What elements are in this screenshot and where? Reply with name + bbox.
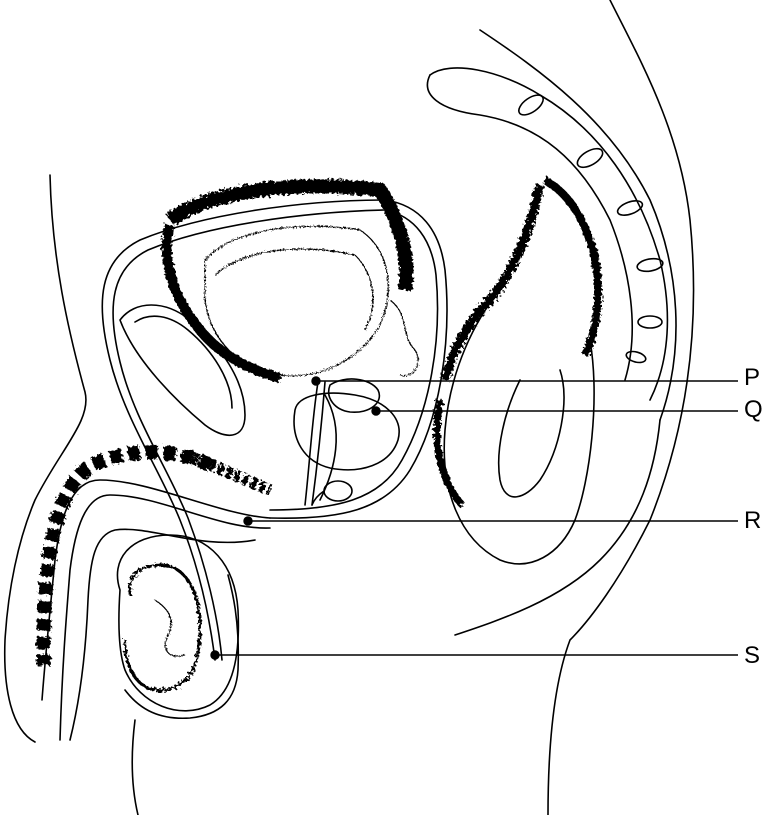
pubic-bone [119,304,246,437]
sacrum-inner [426,74,633,381]
scrotum-outline [116,534,240,712]
label-q: Q [744,396,763,423]
inner-thigh-outline [124,574,240,720]
pointer-dot-q [371,406,381,416]
back-outline-inner [479,29,677,421]
epididymis [154,599,186,657]
prostate [293,392,400,471]
back-outline-outer [547,0,695,815]
buttock-outline [454,419,661,636]
urethra-prostatic-a [304,381,319,506]
bulbourethral-gland [323,480,353,502]
vas-deferens-outer [269,199,448,520]
pointer-dot-p [311,376,321,386]
urethra-upper [41,479,271,701]
pointer-dot-s [210,650,220,660]
label-r: R [744,507,762,534]
label-s: S [744,642,761,669]
urethra-lower [59,494,271,741]
sacrum-outline [429,67,669,401]
penis-erectile-tissue [36,445,214,666]
vertebra-1 [518,94,544,116]
vertebra-5 [637,315,663,329]
vertebra-3 [616,200,644,216]
bladder-wall-left [161,223,282,383]
label-p: P [744,364,761,391]
vertebra-6 [625,350,647,364]
thigh-outline [131,719,139,815]
pointer-dot-r [243,516,253,526]
vas-deferens-inner [269,209,439,511]
testis-surface [123,563,202,692]
vertebra-2 [576,147,604,169]
pubic-bone-inner [134,315,233,409]
abdomen-outline [3,174,87,743]
rectum-wall-lower [433,399,465,508]
rectum-inner [497,369,565,498]
spongy-tissue-upper [183,449,273,496]
penis-outer-lower [69,528,256,741]
vas-deferens-loop-outer [101,199,386,661]
colon-wall [542,176,603,357]
urethra-prostatic-b [311,381,326,506]
rectum-outline [443,289,595,565]
seminal-vesicle-coil [389,299,419,377]
bladder-mucosa [214,248,374,331]
seminal-vesicle [328,378,381,413]
vas-deferens-loop-inner [112,209,386,661]
bladder-wall-dark [165,179,414,292]
vertebra-4 [636,257,664,273]
bladder-lumen [204,225,389,377]
rectum-wall-upper [440,184,545,382]
bulbourethral-duct [311,490,325,506]
